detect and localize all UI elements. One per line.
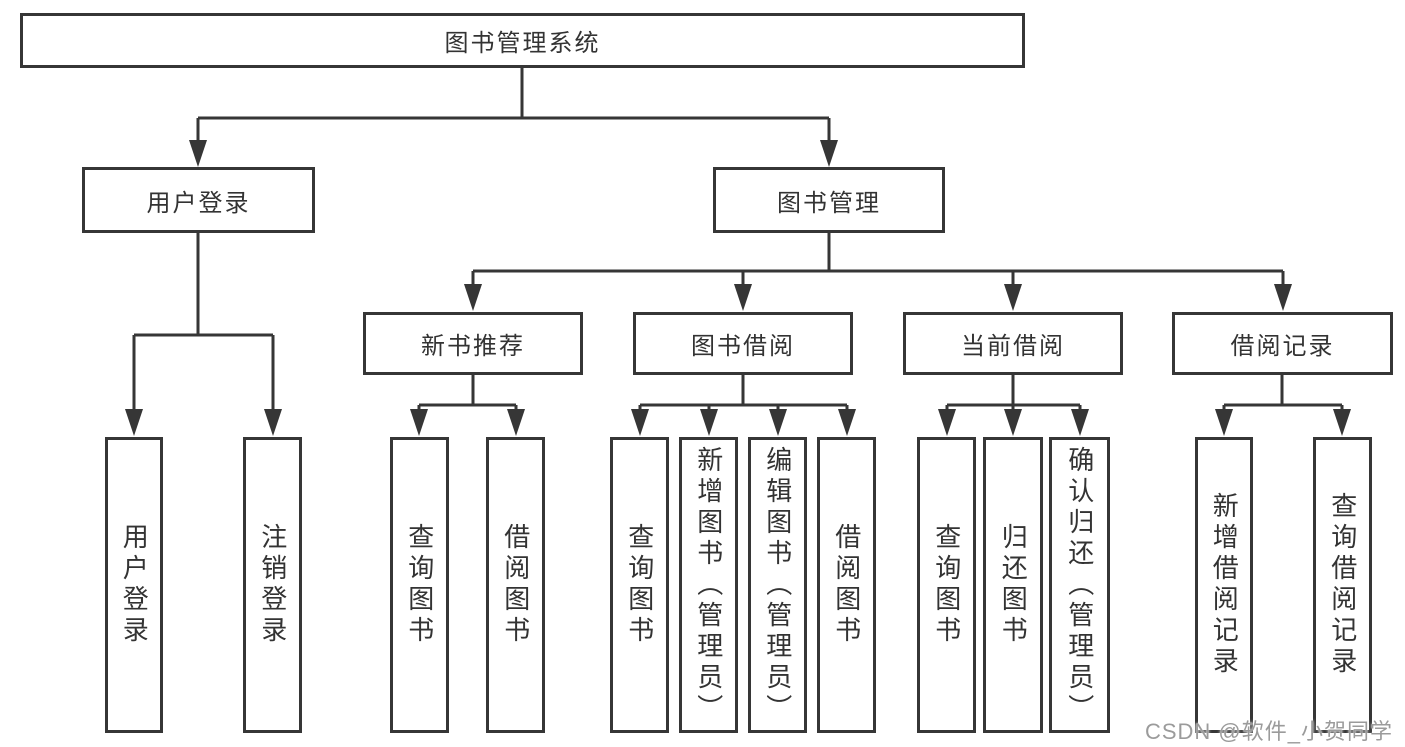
leaf-user-login: 用户登录 <box>105 437 163 733</box>
leaf-current-query-books: 查询图书 <box>917 437 976 733</box>
node-label: 归还图书 <box>998 523 1029 647</box>
node-user-login-branch: 用户登录 <box>82 167 315 233</box>
node-label: 查询图书 <box>931 523 962 647</box>
node-label: 新书推荐 <box>421 333 525 360</box>
node-label: 用户登录 <box>146 189 251 217</box>
arrow-icon <box>464 284 482 311</box>
arrow-icon <box>631 409 649 436</box>
leaf-borrow-query-books: 查询图书 <box>610 437 669 733</box>
csdn-watermark: CSDN @软件_小贺同学 <box>1144 719 1393 744</box>
node-label: 新增图书（管理员） <box>693 445 724 725</box>
leaf-recommend-query-books: 查询图书 <box>390 437 449 733</box>
node-book-borrowing: 图书借阅 <box>633 312 853 375</box>
node-book-management: 图书管理 <box>713 167 945 233</box>
node-label: 新增借阅记录 <box>1209 492 1240 678</box>
node-label: 当前借阅 <box>961 333 1065 360</box>
node-label: 图书管理 <box>777 189 881 217</box>
arrow-icon <box>769 409 787 436</box>
leaf-logout: 注销登录 <box>243 437 302 733</box>
node-label: 编辑图书（管理员） <box>762 445 793 725</box>
leaf-borrow-edit-books-admin: 编辑图书（管理员） <box>748 437 807 733</box>
node-label: 借阅图书 <box>831 523 862 647</box>
node-new-book-recommend: 新书推荐 <box>363 312 583 375</box>
arrow-icon <box>938 409 956 436</box>
leaf-records-add-record: 新增借阅记录 <box>1195 437 1253 733</box>
node-label: 查询图书 <box>404 523 435 647</box>
leaf-current-confirm-return-admin: 确认归还（管理员） <box>1049 437 1110 733</box>
node-current-borrowing: 当前借阅 <box>903 312 1123 375</box>
arrow-icon <box>1333 409 1351 436</box>
arrow-icon <box>700 409 718 436</box>
node-label: 借阅图书 <box>500 523 531 647</box>
arrow-icon <box>1215 409 1233 436</box>
node-borrowing-records: 借阅记录 <box>1172 312 1393 375</box>
node-label: 用户登录 <box>119 523 150 647</box>
node-label: 图书借阅 <box>691 333 795 360</box>
arrow-icon <box>410 409 428 436</box>
arrow-icon <box>125 409 143 436</box>
arrow-icon <box>507 409 525 436</box>
leaf-current-return-books: 归还图书 <box>983 437 1043 733</box>
arrow-icon <box>734 284 752 311</box>
arrow-icon <box>1071 409 1089 436</box>
node-label: 注销登录 <box>257 523 288 647</box>
arrow-icon <box>1274 284 1292 311</box>
leaf-borrow-borrow-books: 借阅图书 <box>817 437 876 733</box>
node-label: 图书管理系统 <box>444 30 601 57</box>
node-label: 借阅记录 <box>1230 333 1335 360</box>
leaf-recommend-borrow-books: 借阅图书 <box>486 437 545 733</box>
node-library-management-system: 图书管理系统 <box>20 13 1025 68</box>
arrow-icon <box>264 409 282 436</box>
leaf-records-query-record: 查询借阅记录 <box>1313 437 1372 733</box>
arrow-icon <box>1004 409 1022 436</box>
leaf-borrow-add-books-admin: 新增图书（管理员） <box>679 437 738 733</box>
arrow-icon <box>189 140 207 167</box>
arrow-icon <box>1004 284 1022 311</box>
arrow-icon <box>838 409 856 436</box>
node-label: 确认归还（管理员） <box>1064 445 1095 725</box>
node-label: 查询借阅记录 <box>1327 492 1358 678</box>
arrow-icon <box>820 140 838 167</box>
node-label: 查询图书 <box>624 523 655 647</box>
